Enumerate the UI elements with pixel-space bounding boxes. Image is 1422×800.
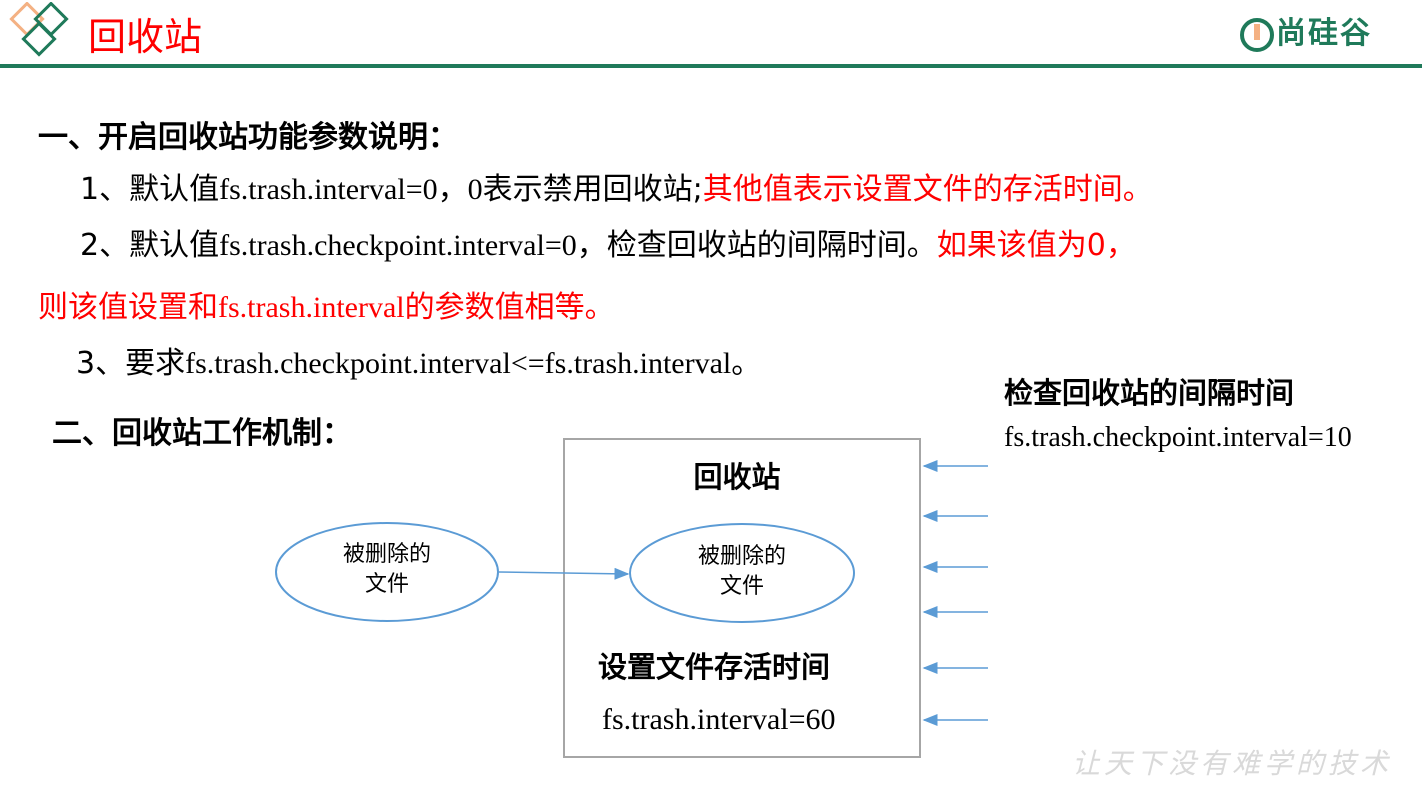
item2-text: 检查回收站的间隔时间。 xyxy=(606,228,937,263)
item2-prefix: 2、默认值 xyxy=(80,228,220,263)
item1-line: 1、默认值fs.trash.interval=0，0表示禁用回收站;其他值表示设… xyxy=(80,170,1153,210)
item3-code: fs.trash.checkpoint.interval<=fs.trash.i… xyxy=(185,347,732,380)
check-interval-param: fs.trash.checkpoint.interval=10 xyxy=(1004,422,1352,453)
section2-heading: 二、回收站工作机制： xyxy=(52,416,352,451)
deleted-file-outside-line2: 文件 xyxy=(364,572,409,597)
footer-slogan: 让天下没有难学的技术 xyxy=(1072,747,1393,780)
page-title: 回收站 xyxy=(88,15,203,59)
item2-red-text-2b: 的参数值相等。 xyxy=(404,290,615,325)
item3-suffix: 。 xyxy=(731,346,762,381)
deleted-file-outside-ellipse xyxy=(275,522,499,622)
lifetime-param: fs.trash.interval=60 xyxy=(602,703,836,736)
check-interval-label: 检查回收站的间隔时间 xyxy=(1004,376,1295,410)
item2-red-text-1: 如果该值为0， xyxy=(936,228,1136,263)
deleted-file-inside-ellipse xyxy=(629,523,855,623)
move-to-trash-arrow xyxy=(498,567,630,580)
trash-box-title: 回收站 xyxy=(693,460,781,494)
logo-diamond-icon xyxy=(9,2,69,57)
brand-logo-icon xyxy=(1240,18,1274,52)
item2-red-text-2a: 则该值设置和 xyxy=(38,290,218,325)
item2-code: fs.trash.checkpoint.interval=0， xyxy=(219,229,607,262)
section1-heading: 一、开启回收站功能参数说明： xyxy=(38,120,458,155)
item2-line1: 2、默认值fs.trash.checkpoint.interval=0，检查回收… xyxy=(80,226,1136,266)
deleted-file-inside-line1: 被删除的 xyxy=(697,544,786,569)
deleted-file-outside-line1: 被删除的 xyxy=(342,542,431,567)
item1-red-text: 其他值表示设置文件的存活时间。 xyxy=(702,172,1153,207)
item3-prefix: 3、要求 xyxy=(76,346,186,381)
header-divider xyxy=(0,64,1422,68)
item1-prefix: 1、默认值 xyxy=(80,172,220,207)
item2-red-code: fs.trash.interval xyxy=(218,291,405,324)
deleted-file-inside-label: 被删除的 文件 xyxy=(655,542,829,602)
item2-line2: 则该值设置和fs.trash.interval的参数值相等。 xyxy=(38,288,615,328)
brand-logo-text: 尚硅谷 xyxy=(1276,16,1372,51)
deleted-file-outside-label: 被删除的 文件 xyxy=(300,540,474,600)
lifetime-label: 设置文件存活时间 xyxy=(598,650,831,684)
item3-line: 3、要求fs.trash.checkpoint.interval<=fs.tra… xyxy=(76,344,761,384)
item1-code: fs.trash.interval=0，0 xyxy=(219,173,483,206)
item1-text: 表示禁用回收站; xyxy=(482,172,703,207)
deleted-file-inside-line2: 文件 xyxy=(719,574,764,599)
